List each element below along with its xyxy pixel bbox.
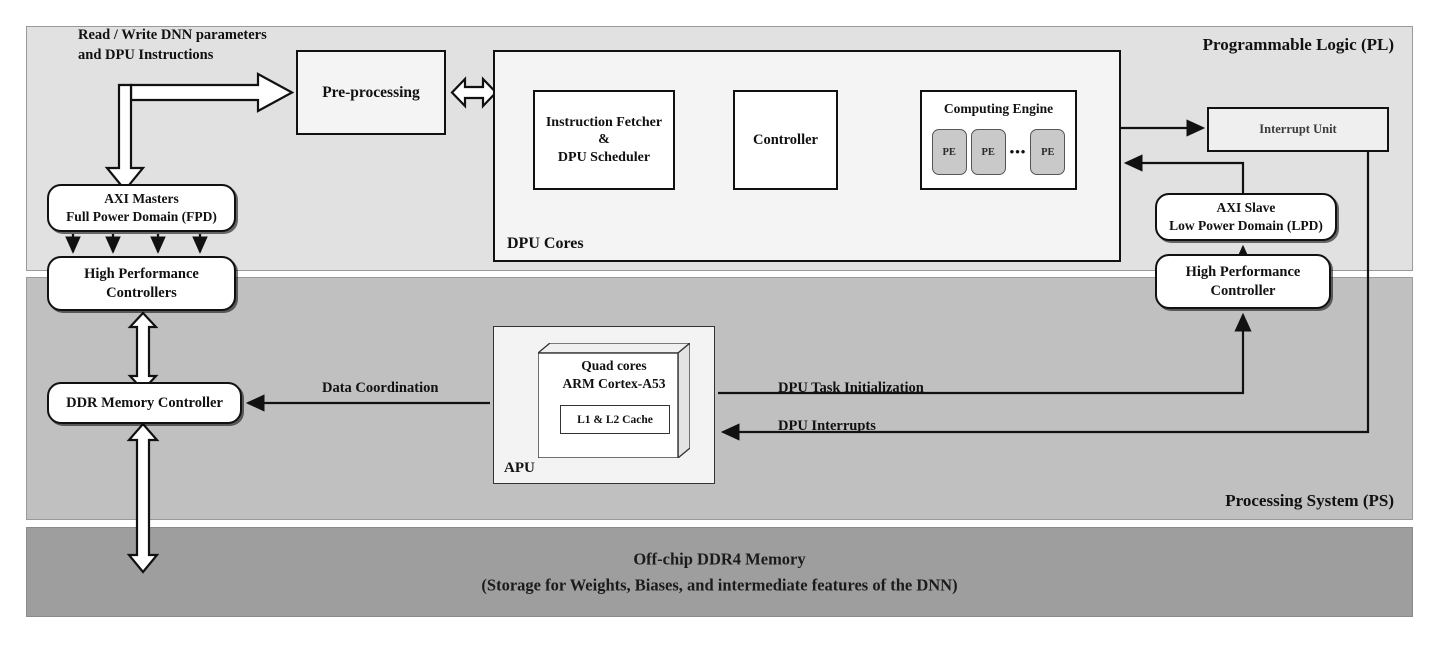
block-computing-engine[interactable]: Computing Engine PE PE ••• PE [920,90,1077,190]
pre-processing-label: Pre-processing [322,83,420,101]
axi-masters-line2: Full Power Domain (FPD) [66,209,217,224]
dpu-cores-label: DPU Cores [507,235,584,252]
block-interrupt-unit[interactable]: Interrupt Unit [1207,107,1389,152]
block-instruction-fetcher-dpu-scheduler[interactable]: Instruction Fetcher & DPU Scheduler [533,90,675,190]
instruction-fetcher-line1: Instruction Fetcher [545,114,663,130]
ddr4-title-line: Off-chip DDR4 Memory [633,549,806,569]
l1-l2-cache-box[interactable]: L1 & L2 Cache [560,405,670,434]
pe-unit-n[interactable]: PE [1030,129,1066,175]
computing-engine-title: Computing Engine [943,101,1054,116]
block-apu[interactable]: Quad cores ARM Cortex-A53 L1 & L2 Cache … [493,326,715,484]
pe-unit-2[interactable]: PE [970,129,1006,175]
block-ddr-memory-controller[interactable]: DDR Memory Controller [47,382,242,424]
axi-slave-line1: AXI Slave [1216,200,1276,216]
controller-label: Controller [753,131,818,148]
cache-label: L1 & L2 Cache [577,413,653,426]
ddr4-subtitle-line: (Storage for Weights, Biases, and interm… [481,575,958,594]
pe-unit-1[interactable]: PE [931,129,967,175]
pe-unit-1-label: PE [942,146,956,158]
hpcs-line1: High Performance [84,265,199,282]
cpu-line1: Quad cores [581,358,647,373]
ddr4-memory-text: Off-chip DDR4 Memory (Storage for Weight… [27,546,1412,597]
block-axi-masters-fpd[interactable]: AXI Masters Full Power Domain (FPD) [47,184,236,232]
label-dpu-interrupts: DPU Interrupts [778,418,876,434]
label-dpu-task-initialization: DPU Task Initialization [778,380,924,396]
pe-ellipsis: ••• [1009,144,1027,159]
cpu-line2: ARM Cortex-A53 [562,375,666,391]
hpc-line2: Controller [1210,282,1276,299]
interrupt-unit-label: Interrupt Unit [1259,121,1337,136]
hpcs-line2: Controllers [106,284,177,301]
ddr-memory-controller-label: DDR Memory Controller [66,394,223,411]
read-write-line1: Read / Write DNN parameters [78,27,267,43]
pe-unit-2-label: PE [981,146,995,158]
pe-unit-n-label: PE [1041,146,1055,158]
block-axi-slave-lpd[interactable]: AXI Slave Low Power Domain (LPD) [1155,193,1337,241]
cpu-3d-box: Quad cores ARM Cortex-A53 L1 & L2 Cache [536,341,692,460]
cpu-text: Quad cores ARM Cortex-A53 [538,357,690,392]
instruction-fetcher-line2: & [598,132,610,148]
pe-row: PE PE ••• PE [922,129,1075,175]
instruction-fetcher-line3: DPU Scheduler [557,149,651,165]
pl-region-title: Programmable Logic (PL) [1202,35,1394,54]
region-offchip-ddr4-memory: Off-chip DDR4 Memory (Storage for Weight… [26,527,1413,617]
axi-masters-line1: AXI Masters [104,191,179,207]
block-controller[interactable]: Controller [733,90,838,190]
hpc-line1: High Performance [1185,263,1301,280]
ps-region-title: Processing System (PS) [1225,491,1394,510]
apu-label: APU [504,460,535,476]
read-write-annotation: Read / Write DNN parameters and DPU Inst… [78,26,267,65]
block-high-performance-controller[interactable]: High Performance Controller [1155,254,1331,309]
axi-slave-line2: Low Power Domain (LPD) [1169,218,1323,233]
block-pre-processing[interactable]: Pre-processing [296,50,446,135]
read-write-line2: and DPU Instructions [78,46,214,63]
label-data-coordination: Data Coordination [322,380,439,396]
block-high-performance-controllers[interactable]: High Performance Controllers [47,256,236,311]
